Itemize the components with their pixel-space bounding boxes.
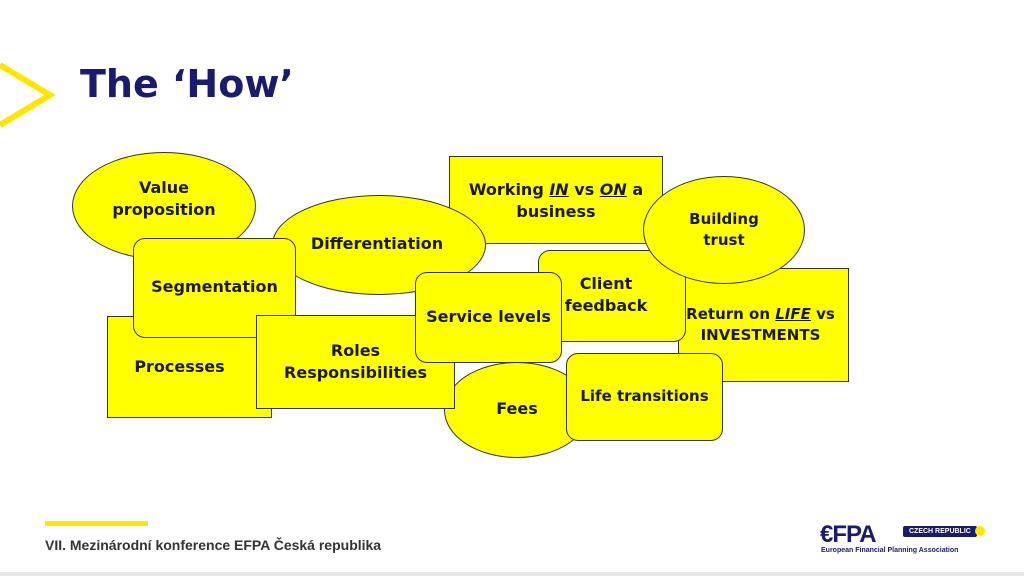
efpa-logo-dot-icon (975, 526, 985, 536)
efpa-logo: €FPA CZECH REPUBLIC European Financial P… (820, 521, 990, 561)
footer-conference-text: VII. Mezinárodní konference EFPA Česká r… (45, 537, 382, 553)
client-feedback-label: Client feedback (564, 274, 648, 316)
fees-label: Fees (496, 398, 538, 418)
efpa-logo-subtitle: European Financial Planning Association (821, 547, 959, 554)
value-proposition-label: Value proposition (112, 177, 216, 219)
service-levels-label: Service levels (426, 307, 551, 327)
fees-ellipse: Fees (444, 362, 590, 458)
service-levels-box: Service levels (415, 272, 562, 363)
client-feedback-box: Client feedback (538, 250, 686, 342)
building-trust-ellipse: Building trust (643, 176, 805, 284)
efpa-logo-badge: CZECH REPUBLIC (903, 526, 977, 537)
processes-label: Processes (134, 356, 225, 376)
differentiation-label: Differentiation (310, 233, 444, 253)
footer-accent-bar (45, 521, 148, 526)
life-transitions-box: Life transitions (566, 353, 723, 441)
segmentation-label: Segmentation (151, 276, 278, 296)
slide-title: The ‘How’ (80, 62, 294, 106)
life-transitions-label: Life transitions (580, 386, 709, 405)
chevron-logo-icon (0, 62, 56, 128)
efpa-logo-wordmark: €FPA (820, 521, 877, 548)
roles-responsibilities-label: Roles Responsibilities (284, 341, 427, 383)
bottom-divider (0, 572, 1024, 576)
building-trust-label: Building trust (689, 210, 759, 249)
working-in-on-label: Working IN vs ON a business (468, 180, 644, 222)
return-on-label: Return on LIFE vs INVESTMENTS (686, 305, 835, 344)
